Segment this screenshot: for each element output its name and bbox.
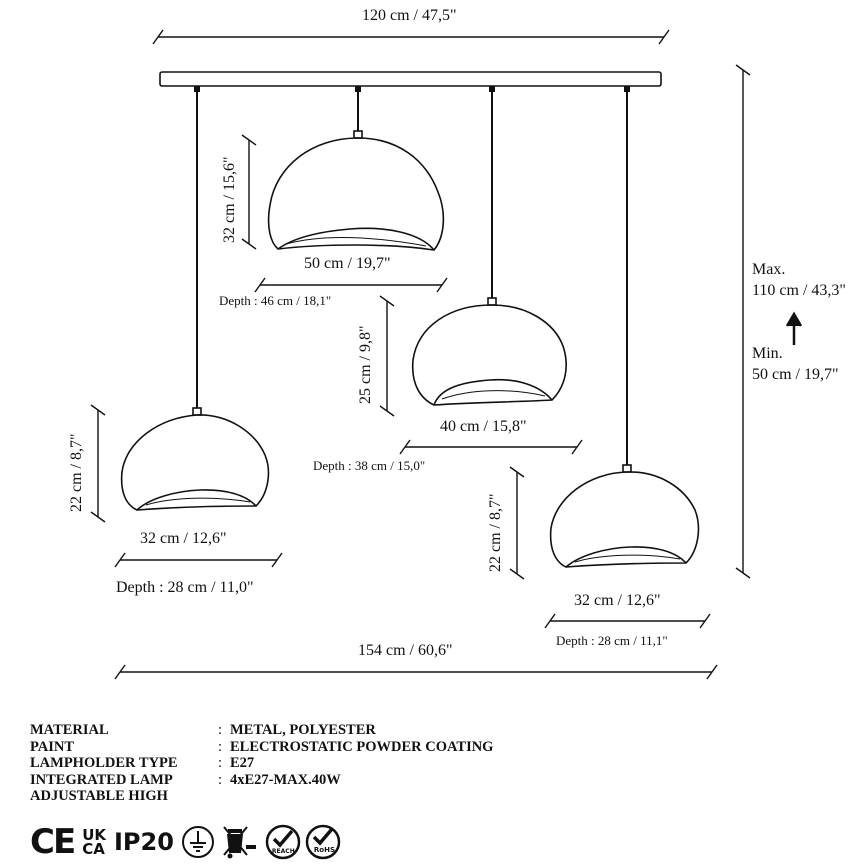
height-min-label: Min. <box>752 345 783 362</box>
spec-row-material: MATERIAL : METAL, POLYESTER <box>30 722 493 739</box>
suspension-cables <box>196 86 628 467</box>
spec-key: MATERIAL <box>30 722 109 738</box>
pendant-shade-large <box>267 130 445 251</box>
spec-row-paint: PAINT : ELECTROSTATIC POWDER COATING <box>30 739 493 756</box>
ce-mark: CE <box>30 822 76 862</box>
ceiling-canopy <box>159 71 662 87</box>
pendant-right-width: 32 cm / 12,6" <box>574 592 661 609</box>
spec-value: METAL, POLYESTER <box>230 722 376 738</box>
height-max-label: Max. <box>752 261 786 278</box>
pendant-shade-left <box>120 407 270 511</box>
pendant-left-width: 32 cm / 12,6" <box>140 530 227 547</box>
pendant-right-height: 22 cm / 8,7" <box>487 493 504 572</box>
height-min-value: 50 cm / 19,7" <box>752 366 839 383</box>
spec-row-adjustable: ADJUSTABLE HIGH <box>30 788 493 805</box>
spec-value: ELECTROSTATIC POWDER COATING <box>230 738 494 755</box>
pendant-large-depth: Depth : 46 cm / 18,1" <box>219 293 332 308</box>
reach-text: REACH <box>271 848 295 855</box>
pendant-right-depth: Depth : 28 cm / 11,1" <box>556 633 668 648</box>
spec-colon: : <box>218 738 223 755</box>
spec-value: E27 <box>230 755 255 771</box>
spec-key: PAINT <box>30 738 75 755</box>
rohs-badge: RoHS <box>304 823 344 861</box>
ukca-top: UK <box>82 826 106 844</box>
ground-symbol-icon <box>181 826 214 858</box>
certification-marks: CE UK CA IP20 REACH <box>30 822 344 862</box>
spec-value: 4xE27-MAX.40W <box>230 771 341 788</box>
spec-key: LAMPHOLDER TYPE <box>30 755 178 771</box>
ip-rating: IP20 <box>114 828 174 856</box>
reach-check-icon <box>265 824 301 860</box>
spec-key: INTEGRATED LAMP <box>30 771 173 788</box>
spec-colon: : <box>218 722 223 738</box>
spec-key: ADJUSTABLE HIGH <box>30 788 168 804</box>
spec-colon: : <box>218 771 223 788</box>
ukca-bottom: CA <box>82 840 105 858</box>
pendant-large-width: 50 cm / 19,7" <box>304 255 391 272</box>
total-width-label: 154 cm / 60,6" <box>358 642 453 659</box>
dimension-lines <box>90 29 751 680</box>
spec-row-integrated-lamp: INTEGRATED LAMP : 4xE27-MAX.40W <box>30 772 493 789</box>
rohs-check-icon <box>305 824 341 860</box>
pendant-left-depth: Depth : 28 cm / 11,0" <box>116 579 254 596</box>
up-arrow-icon <box>785 311 803 345</box>
pendant-shade-medium <box>411 297 567 406</box>
pendant-medium-depth: Depth : 38 cm / 15,0" <box>313 458 426 473</box>
spec-row-lampholder: LAMPHOLDER TYPE : E27 <box>30 755 493 772</box>
spec-colon: : <box>218 755 223 771</box>
spec-table: MATERIAL : METAL, POLYESTER PAINT : ELEC… <box>30 722 493 805</box>
pendant-large-height: 32 cm / 15,6" <box>221 156 238 243</box>
reach-badge: REACH <box>264 823 304 861</box>
pendant-left-height: 22 cm / 8,7" <box>68 433 85 512</box>
pendant-medium-height: 25 cm / 9,8" <box>357 325 374 404</box>
pendant-shade-right <box>549 464 700 568</box>
no-bin-icon <box>223 826 256 859</box>
rohs-text: RoHS <box>313 846 336 854</box>
ukca-mark: UK CA <box>82 826 106 858</box>
canopy-width-label: 120 cm / 47,5" <box>362 7 457 24</box>
height-max-value: 110 cm / 43,3" <box>752 282 846 299</box>
pendant-medium-width: 40 cm / 15,8" <box>440 418 527 435</box>
